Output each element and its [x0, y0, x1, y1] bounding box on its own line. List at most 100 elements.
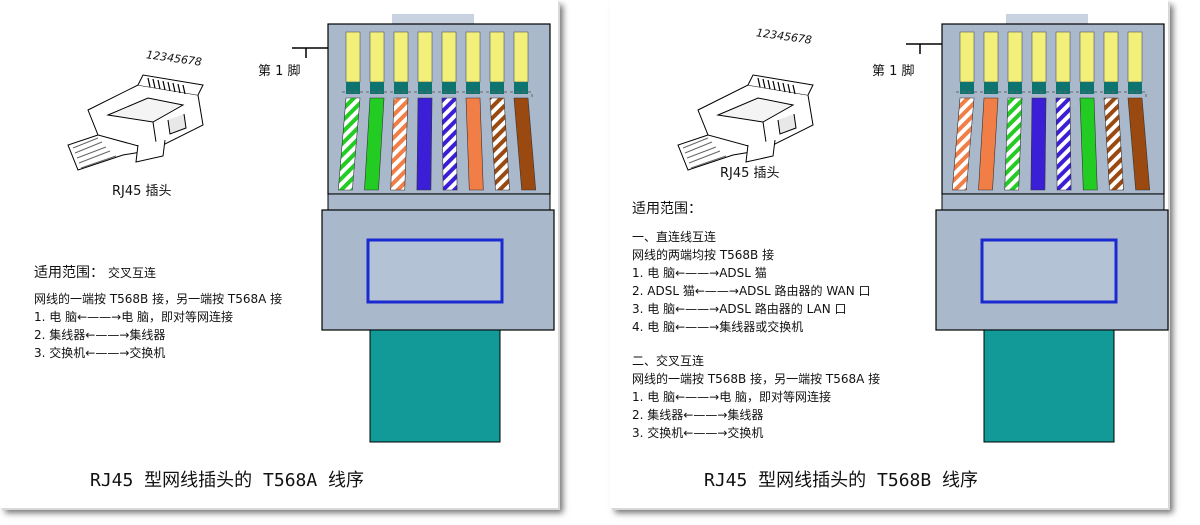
diagram-title: RJ45 型网线插头的 T568A 线序 — [90, 470, 365, 491]
pin-1-white-orange — [951, 31, 975, 191]
pin-base — [346, 82, 360, 94]
scope-heading: 适用范围： — [34, 265, 104, 281]
pin-5-white-blue — [441, 31, 458, 191]
connector-housing — [941, 23, 1165, 195]
pin-contact — [1127, 31, 1143, 83]
pin-6-green — [1079, 31, 1098, 191]
scope-line: 1. 电 脑←——→电 脑，即对等网连接 — [632, 390, 832, 404]
wire-white-orange — [951, 97, 975, 191]
pin-base — [1056, 82, 1070, 94]
pin-8-brown — [1127, 31, 1151, 191]
scope-line: 2. ADSL 猫←——→ADSL 路由器的 WAN 口 — [632, 284, 871, 298]
scope-line: 3. 交换机←——→交换机 — [34, 346, 166, 360]
pin-contact — [513, 31, 529, 83]
pin-contact — [1007, 31, 1023, 83]
scope-lines: 网线的一端按 T568B 接，另一端按 T568A 接 1. 电 脑←——→电 … — [34, 290, 282, 362]
connector-latch-band — [941, 193, 1165, 211]
pin-base — [418, 82, 432, 94]
connector-top-tab — [1006, 14, 1088, 26]
wire-white-blue — [1055, 97, 1072, 191]
pin-base — [1128, 82, 1142, 94]
pin1-label: 第 1 脚 — [872, 64, 915, 79]
pin-base — [1032, 82, 1046, 94]
pin-contact — [489, 31, 505, 83]
plug-caption: RJ45 插头 — [720, 166, 780, 181]
pin-contact — [1031, 31, 1047, 83]
pin-contact — [369, 31, 385, 83]
scope-section-title: 二、交叉互连 — [632, 354, 705, 368]
pin-3-white-green — [1004, 31, 1023, 191]
pin-7-white-brown — [489, 31, 510, 191]
pin-contact — [465, 31, 481, 83]
scope-line: 2. 集线器←——→集线器 — [34, 328, 166, 342]
diagram-title: RJ45 型网线插头的 T568B 线序 — [704, 470, 979, 491]
scope-line: 4. 电 脑←——→集线器或交换机 — [632, 320, 804, 334]
cable-jacket — [369, 329, 501, 443]
pin-digits: 12345678 — [755, 26, 813, 47]
pin-base — [1104, 82, 1118, 94]
scope-line: 网线的一端按 T568B 接，另一端按 T568A 接 — [632, 372, 881, 386]
wire-blue — [416, 97, 433, 191]
wire-orange — [978, 97, 999, 191]
pin-base — [394, 82, 408, 94]
wire-white-brown — [489, 97, 510, 191]
pin-2-orange — [978, 31, 999, 191]
pin-contact — [983, 31, 999, 83]
pin-3-white-orange — [390, 31, 409, 191]
wire-brown — [1127, 97, 1151, 191]
scope-line: 1. 电 脑←——→电 脑，即对等网连接 — [34, 310, 234, 324]
pin1-label: 第 1 脚 — [258, 64, 301, 79]
pin-contact — [345, 31, 361, 83]
rj45-connector-diagram — [935, 14, 1169, 443]
pin-contact — [1055, 31, 1071, 83]
panel-t568a: 12345678 RJ45 插头 适用范围：交叉互连 网线的一端按 T568B … — [0, 0, 558, 508]
scope-section-direct: 一、直连线互连 网线的两端均按 T568B 接 1. 电 脑←——→ADSL 猫… — [632, 228, 871, 336]
connector-window — [366, 238, 504, 304]
wire-white-brown — [1103, 97, 1124, 191]
plug-caption: RJ45 插头 — [112, 184, 172, 199]
connector-latch-band — [327, 193, 551, 211]
pin-base — [466, 82, 480, 94]
rj45-plug-illustration — [677, 74, 814, 171]
scope-line: 2. 集线器←——→集线器 — [632, 408, 764, 422]
pin-2-green — [364, 31, 385, 191]
pin-contact — [1079, 31, 1095, 83]
pin-contact — [441, 31, 457, 83]
scope-heading-suffix: 交叉互连 — [108, 266, 157, 280]
connector-housing — [327, 23, 551, 195]
wire-white-orange — [390, 97, 409, 191]
pin-4-blue — [1030, 31, 1047, 191]
connector-window — [980, 238, 1118, 304]
pin-1-white-green — [337, 31, 361, 191]
wire-white-green — [337, 97, 361, 191]
scope-line: 网线的一端按 T568B 接，另一端按 T568A 接 — [34, 292, 283, 306]
pin-base — [490, 82, 504, 94]
pin-contact — [959, 31, 975, 83]
cable-jacket — [983, 329, 1115, 443]
scope-section-cross: 二、交叉互连 网线的一端按 T568B 接，另一端按 T568A 接 1. 电 … — [632, 352, 880, 442]
pin-base — [1008, 82, 1022, 94]
pin-8-brown — [513, 31, 537, 191]
scope-heading-row: 适用范围： 交叉互连 — [34, 262, 156, 282]
pin-5-white-blue — [1055, 31, 1072, 191]
pin-contact — [1103, 31, 1119, 83]
pin-base — [370, 82, 384, 94]
scope-section-title: 一、直连线互连 — [632, 230, 717, 244]
pin-base — [1080, 82, 1094, 94]
rj45-connector-diagram — [321, 14, 555, 443]
wire-green — [1079, 97, 1098, 191]
scope-line: 网线的两端均按 T568B 接 — [632, 248, 775, 262]
wire-brown — [513, 97, 537, 191]
pin-base — [442, 82, 456, 94]
pin-7-white-brown — [1103, 31, 1124, 191]
pin-contact — [417, 31, 433, 83]
scope-line: 3. 电 脑←——→ADSL 路由器的 LAN 口 — [632, 302, 847, 316]
pin-contact — [393, 31, 409, 83]
wire-green — [364, 97, 385, 191]
wire-white-blue — [441, 97, 458, 191]
scope-line: 1. 电 脑←——→ADSL 猫 — [632, 266, 767, 280]
wire-orange — [465, 97, 484, 191]
panel-t568b: 12345678 RJ45 插头 适用范围： 一、直连线互连 网线的两端均按 T… — [610, 0, 1169, 508]
scope-line: 3. 交换机←——→交换机 — [632, 426, 764, 440]
pin-4-blue — [416, 31, 433, 191]
